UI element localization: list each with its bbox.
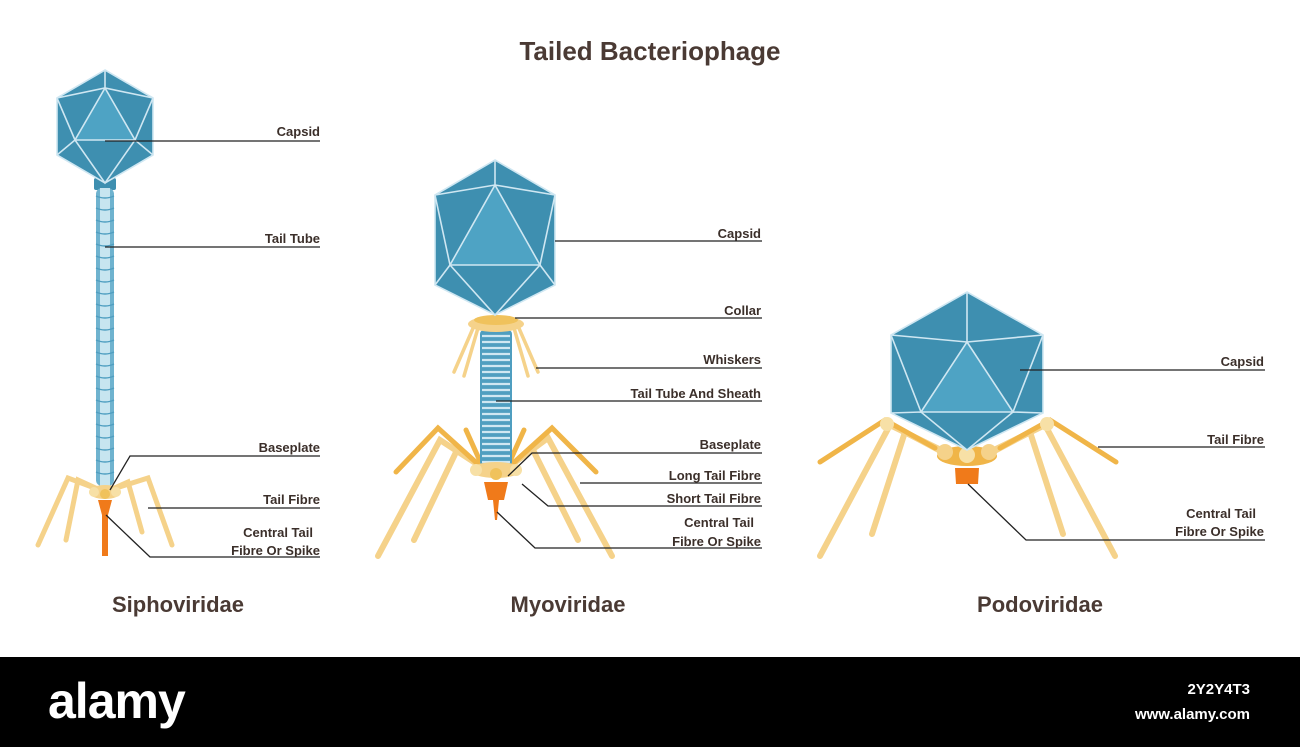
podoviridae-illustration <box>817 291 1119 559</box>
family-name-podoviridae: Podoviridae <box>977 592 1103 617</box>
tail-tube-segment <box>95 387 115 391</box>
sipho-label-tail-tube: Tail Tube <box>265 231 320 246</box>
sipho-baseplate <box>89 485 121 499</box>
myo-labels: Capsid Collar Whiskers Tail Tube And She… <box>631 226 762 549</box>
myo-label-capsid: Capsid <box>718 226 761 241</box>
family-name-siphoviridae: Siphoviridae <box>112 592 244 617</box>
myo-label-whiskers: Whiskers <box>703 352 761 367</box>
podo-leader-lines <box>967 369 1265 541</box>
sipho-leader-lines <box>105 140 320 558</box>
myo-label-short-tail-fibre: Short Tail Fibre <box>667 491 761 506</box>
myo-capsid <box>434 159 556 317</box>
sipho-labels: Capsid Tail Tube Baseplate Tail Fibre Ce… <box>231 124 320 558</box>
podo-tail-fibres <box>817 417 1119 559</box>
myo-baseplate <box>470 462 522 480</box>
podo-label-tail-fibre: Tail Fibre <box>1207 432 1264 447</box>
tail-tube-segment <box>95 411 115 415</box>
tail-tube-segment <box>95 243 115 247</box>
myo-label-spike-2: Fibre Or Spike <box>672 534 761 549</box>
tail-tube-segment <box>95 267 115 271</box>
stock-footer: alamy 2Y2Y4T3 www.alamy.com <box>0 657 1300 747</box>
footer-logo: alamy <box>48 673 186 729</box>
podo-spike <box>955 468 979 484</box>
myo-label-tail-tube-sheath: Tail Tube And Sheath <box>631 386 762 401</box>
tail-tube-segment <box>95 219 115 223</box>
myo-label-long-tail-fibre: Long Tail Fibre <box>669 468 761 483</box>
sipho-label-baseplate: Baseplate <box>259 440 320 455</box>
podo-baseplate <box>937 444 997 466</box>
siphoviridae-illustration <box>35 69 175 556</box>
podo-label-spike-2: Fibre Or Spike <box>1175 524 1264 539</box>
tail-tube-segment <box>95 351 115 355</box>
footer-image-id: 2Y2Y4T3 <box>1187 681 1250 698</box>
diagram-title: Tailed Bacteriophage <box>519 36 780 66</box>
tail-tube-segment <box>95 423 115 427</box>
tail-tube-segment <box>95 303 115 307</box>
tail-tube-segment <box>95 447 115 451</box>
podo-capsid <box>890 291 1044 452</box>
tail-tube-segment <box>95 279 115 283</box>
myoviridae-illustration <box>375 159 615 559</box>
tail-tube-segment <box>95 327 115 331</box>
podo-label-capsid: Capsid <box>1221 354 1264 369</box>
tail-tube-segment <box>95 207 115 211</box>
myo-collar <box>468 315 524 332</box>
sipho-spike <box>98 500 112 556</box>
tail-tube-segment <box>95 339 115 343</box>
myo-label-baseplate: Baseplate <box>700 437 761 452</box>
footer-url: www.alamy.com <box>1134 706 1250 723</box>
myo-spike <box>484 482 508 520</box>
tail-tube-segment <box>95 195 115 199</box>
myo-leader-lines <box>496 240 762 549</box>
sipho-label-spike-2: Fibre Or Spike <box>231 543 320 558</box>
myo-whiskers <box>452 324 540 378</box>
tail-tube-segment <box>95 399 115 403</box>
podo-labels: Capsid Tail Fibre Central Tail Fibre Or … <box>1175 354 1264 539</box>
family-name-myoviridae: Myoviridae <box>511 592 626 617</box>
tail-tube-segment <box>95 315 115 319</box>
tail-tube-segment <box>95 471 115 475</box>
tail-tube-segment <box>95 291 115 295</box>
sipho-label-tail-fibre: Tail Fibre <box>263 492 320 507</box>
sipho-label-spike-1: Central Tail <box>243 525 313 540</box>
tail-tube-segment <box>95 459 115 463</box>
myo-label-spike-1: Central Tail <box>684 515 754 530</box>
myo-tail-sheath <box>480 330 512 466</box>
tail-tube-segment <box>95 435 115 439</box>
tail-tube-segment <box>95 231 115 235</box>
sipho-tail-tube <box>95 188 115 486</box>
sipho-capsid <box>56 69 154 185</box>
footer-bar <box>0 657 1300 747</box>
tail-tube-segment <box>95 375 115 379</box>
sipho-label-capsid: Capsid <box>277 124 320 139</box>
tail-tube-segment <box>95 255 115 259</box>
myo-label-collar: Collar <box>724 303 761 318</box>
tail-tube-segment <box>95 363 115 367</box>
podo-label-spike-1: Central Tail <box>1186 506 1256 521</box>
